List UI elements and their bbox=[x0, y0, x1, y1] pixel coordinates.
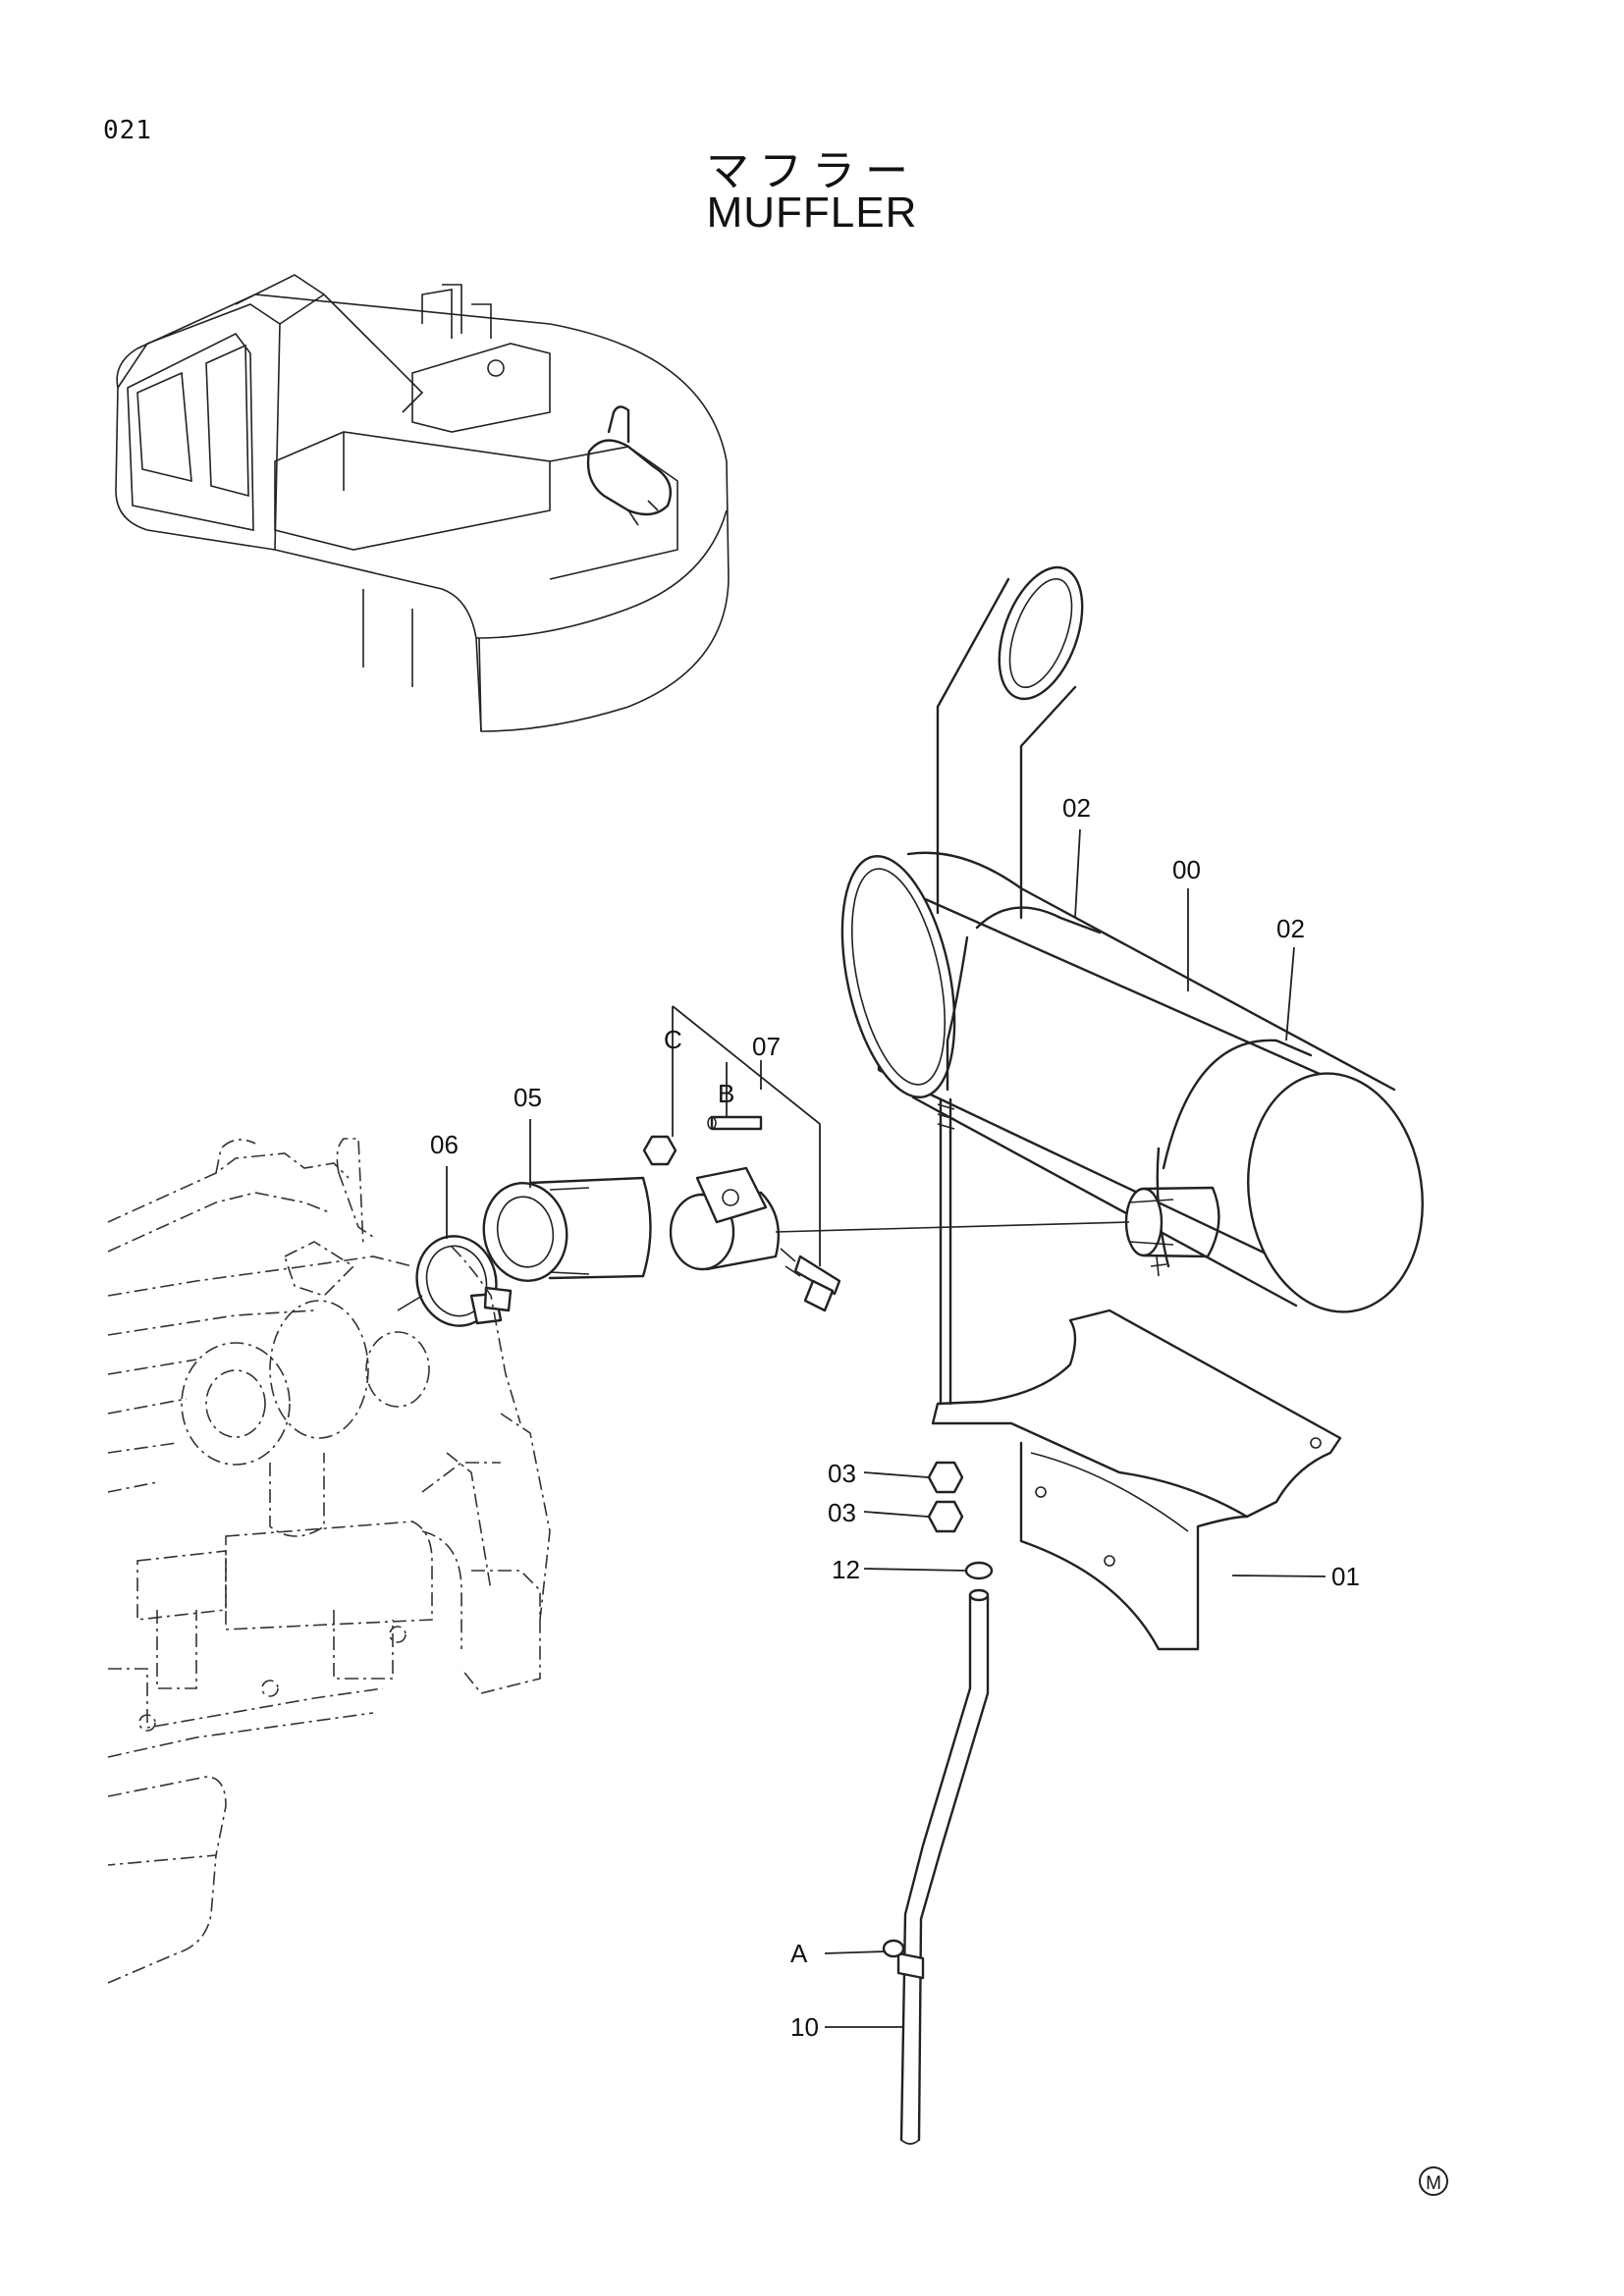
callout-01: 01 bbox=[1331, 1562, 1360, 1591]
callout-03-upper: 03 bbox=[828, 1459, 856, 1488]
page-number: 021 bbox=[103, 116, 152, 145]
clamp-assembly bbox=[642, 1005, 1130, 1312]
title-english: MUFFLER bbox=[706, 188, 918, 237]
exhaust-pipe bbox=[482, 1176, 652, 1282]
callout-B: C bbox=[664, 1025, 682, 1054]
callouts: 02 00 02 07 C B 05 06 03 03 12 01 A 10 bbox=[430, 793, 1360, 2042]
title-japanese: マフラー bbox=[706, 146, 918, 196]
engine-outline bbox=[107, 1138, 551, 1984]
callout-09: 10 bbox=[790, 2012, 819, 2042]
callout-02-lower: 02 bbox=[1276, 914, 1305, 943]
callout-07: 07 bbox=[752, 1032, 781, 1061]
callout-06: 06 bbox=[430, 1130, 459, 1159]
callout-10: 12 bbox=[832, 1555, 860, 1584]
circled-m-mark: M bbox=[1419, 2166, 1448, 2196]
nut-stack bbox=[927, 1461, 994, 1580]
callout-12: A bbox=[790, 1939, 808, 1968]
callout-05: 05 bbox=[514, 1083, 542, 1112]
callout-02-upper: 02 bbox=[1062, 793, 1091, 823]
callout-03-lower: 03 bbox=[828, 1498, 856, 1527]
muffler-bracket bbox=[931, 1308, 1342, 1651]
muffler bbox=[840, 565, 1424, 1406]
clamp bbox=[397, 1235, 513, 1327]
callout-A: B bbox=[718, 1079, 734, 1108]
excavator-overview bbox=[115, 274, 730, 732]
svg-text:M: M bbox=[1426, 2173, 1441, 2194]
callout-00: 00 bbox=[1172, 855, 1201, 884]
drain-pipe bbox=[882, 1588, 990, 2145]
